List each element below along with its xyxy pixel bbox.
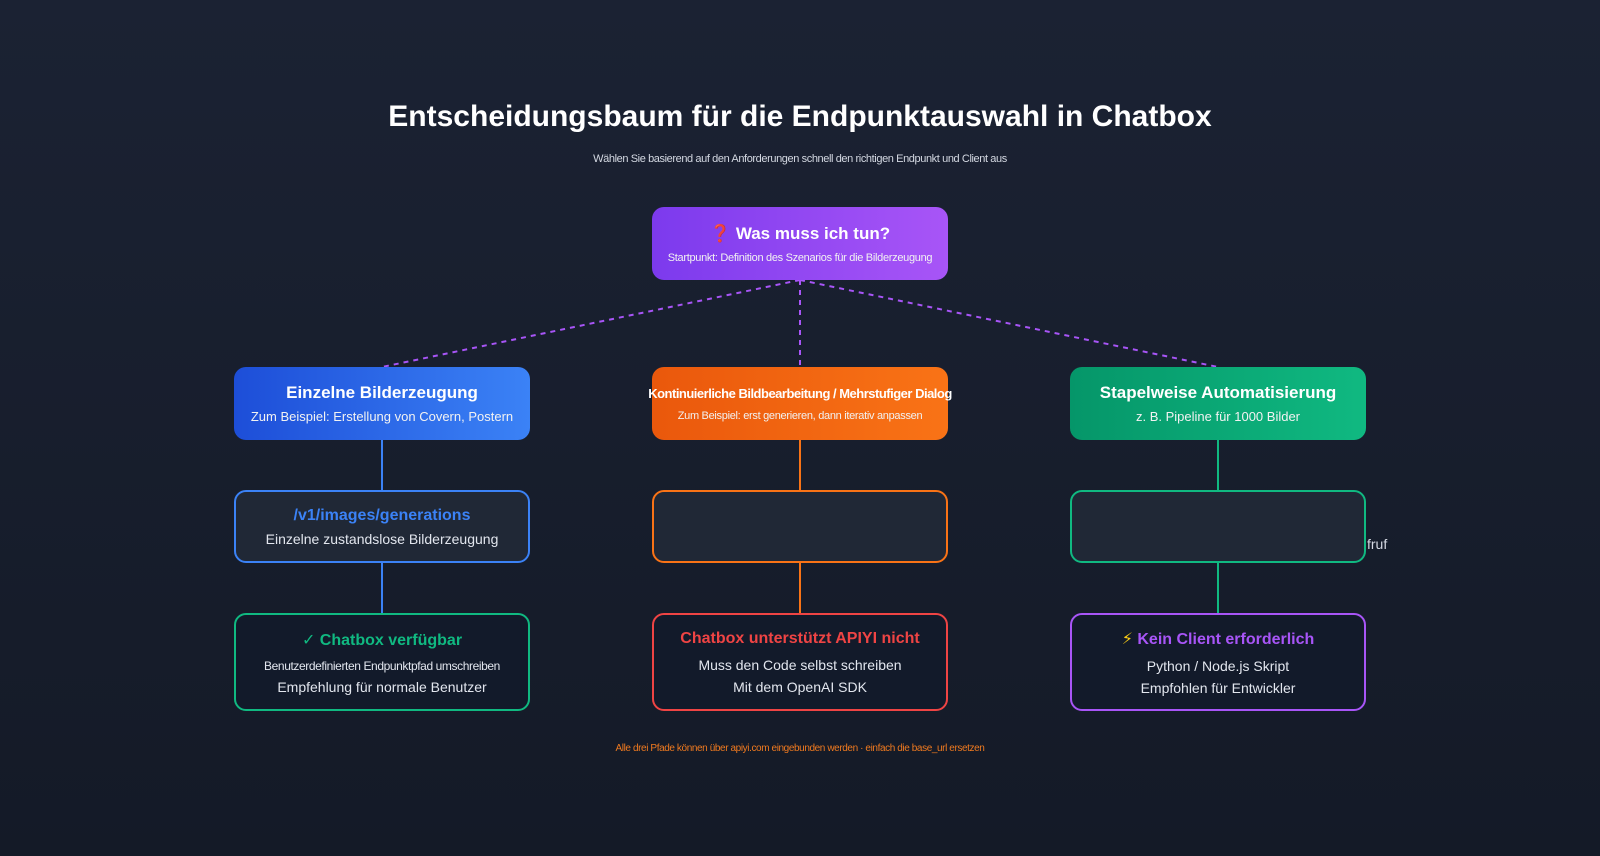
- category-subtext: Zum Beispiel: erst generieren, dann iter…: [677, 409, 923, 422]
- result-heading-row: ✓ Chatbox verfügbar: [302, 630, 462, 650]
- category-heading: Kontinuierliche Bildbearbeitung / Mehrst…: [648, 385, 952, 401]
- category-single-generation: Einzelne Bilderzeugung Zum Beispiel: Ers…: [234, 367, 530, 440]
- root-subtext: Startpunkt: Definition des Szenarios für…: [667, 251, 933, 264]
- diagram-title: Entscheidungsbaum für die Endpunktauswah…: [388, 100, 1212, 133]
- endpoint-node-generations: /v1/images/generations Einzelne zustands…: [234, 490, 530, 563]
- result-heading: Kein Client erforderlich: [1137, 630, 1315, 648]
- endpoint-overflow-text: fruf: [1367, 536, 1388, 552]
- category-continuous-editing: Kontinuierliche Bildbearbeitung / Mehrst…: [648, 367, 952, 440]
- result-line-2: Empfehlung für normale Benutzer: [277, 678, 487, 695]
- result-line-2: Mit dem OpenAI SDK: [733, 678, 867, 695]
- connector-root-to-batch: [799, 279, 1219, 368]
- root-node: ❓ Was muss ich tun? Startpunkt: Definiti…: [652, 207, 948, 280]
- category-heading: Einzelne Bilderzeugung: [286, 383, 478, 402]
- check-icon: ✓: [301, 631, 316, 649]
- root-heading: Was muss ich tun?: [735, 223, 891, 243]
- diagram-subtitle: Wählen Sie basierend auf den Anforderung…: [593, 153, 1007, 165]
- endpoint-heading: /v1/images/generations: [293, 506, 471, 524]
- result-line-1: Benutzerdefinierten Endpunktpfad umschre…: [264, 658, 500, 673]
- result-no-client: ⚡ Kein Client erforderlich Python / Node…: [1070, 613, 1366, 711]
- result-heading: Chatbox unterstützt APIYI nicht: [680, 629, 920, 647]
- endpoint-node-batch: [1070, 490, 1366, 563]
- category-batch-automation: Stapelweise Automatisierung z. B. Pipeli…: [1070, 367, 1366, 440]
- connector-root-to-single: [381, 279, 801, 368]
- endpoint-subtext: Einzelne zustandslose Bilderzeugung: [265, 530, 499, 547]
- result-heading: Chatbox verfügbar: [319, 631, 463, 649]
- result-heading-row: ⚡ Kein Client erforderlich: [1122, 629, 1315, 649]
- category-heading: Stapelweise Automatisierung: [1099, 383, 1337, 402]
- result-chatbox-unsupported: Chatbox unterstützt APIYI nicht Muss den…: [652, 613, 948, 711]
- category-subtext: z. B. Pipeline für 1000 Bilder: [1135, 409, 1301, 424]
- result-line-1: Python / Node.js Skript: [1146, 657, 1290, 674]
- result-line-1: Muss den Code selbst schreiben: [698, 656, 902, 673]
- endpoint-node-continuous: [652, 490, 948, 563]
- root-heading-row: ❓ Was muss ich tun?: [710, 224, 890, 244]
- footnote: Alle drei Pfade können über apiyi.com ei…: [615, 743, 985, 754]
- result-line-2: Empfohlen für Entwickler: [1140, 679, 1296, 696]
- category-subtext: Zum Beispiel: Erstellung von Covern, Pos…: [250, 409, 514, 424]
- question-mark-icon: ❓: [709, 223, 732, 243]
- result-chatbox-available: ✓ Chatbox verfügbar Benutzerdefinierten …: [234, 613, 530, 711]
- lightning-icon: ⚡: [1121, 630, 1133, 648]
